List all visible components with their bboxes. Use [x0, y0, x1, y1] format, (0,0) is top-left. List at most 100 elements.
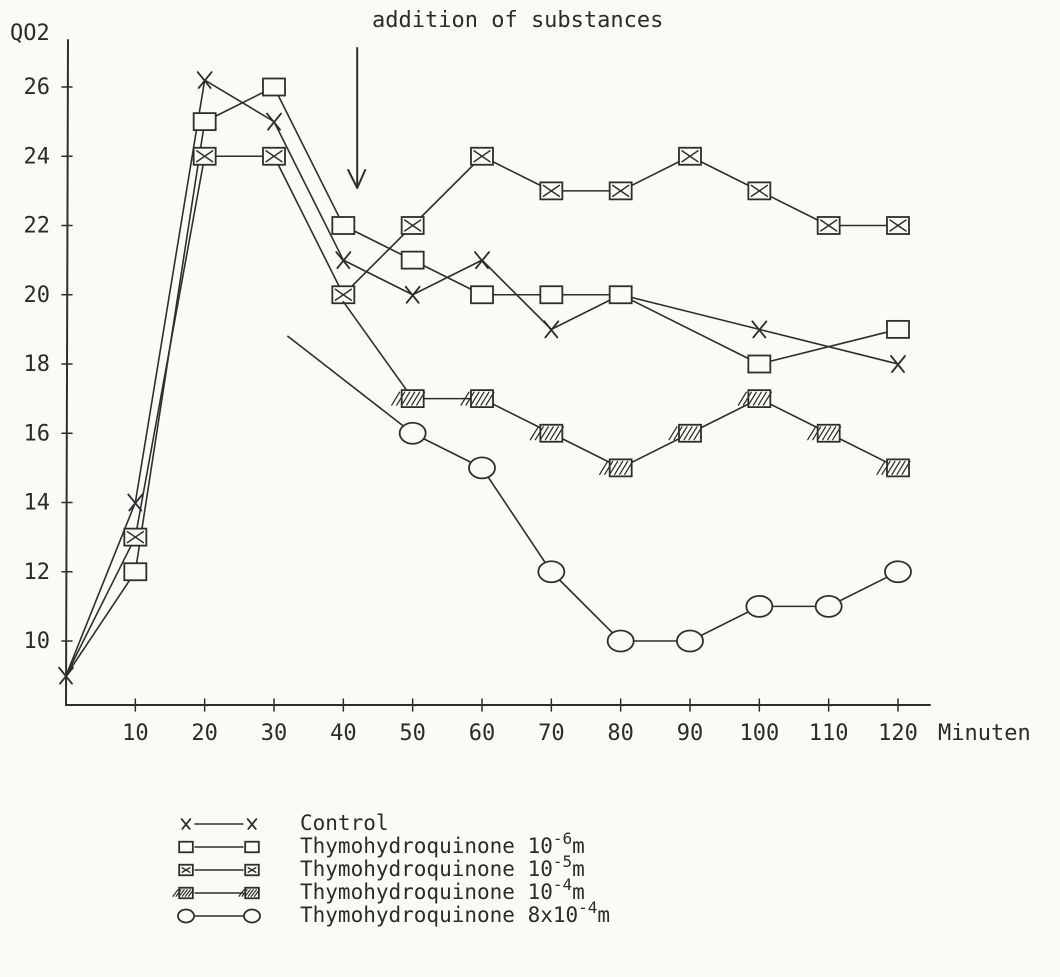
y-tick-label: 18 — [24, 352, 51, 377]
series-line — [65, 155, 899, 677]
series-line — [287, 335, 899, 642]
x-tick-label: 20 — [191, 721, 218, 746]
marker-square-hatch — [238, 889, 261, 897]
series-5 — [287, 335, 912, 653]
x-tick-label: 110 — [809, 721, 849, 746]
legend-label: Thymohydroquinone 10-6m — [300, 829, 585, 858]
y-tick-label: 24 — [24, 144, 51, 169]
y-tick-label: 12 — [24, 560, 51, 585]
legend-label-unit: m — [597, 903, 610, 927]
series-line — [65, 79, 899, 677]
marker-square-hatch — [737, 391, 772, 406]
marker-circle — [468, 456, 496, 480]
series-2 — [65, 77, 910, 677]
marker-square — [192, 112, 217, 132]
series-1 — [58, 71, 906, 685]
y-tick-label: 20 — [24, 283, 51, 308]
legend-label-text: Control — [300, 811, 389, 835]
x-tick-label: 40 — [330, 721, 357, 746]
legend-item: Thymohydroquinone 10-4m — [172, 875, 585, 904]
marker-square-cross — [542, 184, 561, 198]
series-line — [65, 86, 899, 677]
marker-square-hatch — [807, 426, 842, 441]
marker-square — [262, 77, 286, 97]
marker-square — [244, 840, 260, 854]
x-tick-label: 120 — [878, 721, 918, 746]
legend-label-text: Thymohydroquinone 10 — [300, 880, 553, 904]
marker-square — [539, 285, 564, 305]
legend-label-unit: m — [572, 880, 585, 904]
marker-square-cross — [819, 219, 838, 232]
marker-square-cross — [195, 150, 214, 163]
marker-cross — [404, 285, 421, 304]
marker-square-cross — [403, 219, 422, 232]
legend-label-text: Thymohydroquinone 10 — [300, 834, 553, 858]
chart-annotation: addition of substances — [372, 8, 663, 33]
y-tick-label: 14 — [24, 491, 51, 516]
marker-circle — [884, 560, 912, 584]
y-tick-label: 22 — [24, 214, 51, 239]
y-axis-line — [65, 39, 69, 706]
legend-label: Control — [300, 811, 389, 835]
x-tick-label: 70 — [538, 721, 565, 746]
marker-square — [470, 285, 494, 305]
legend-label-exponent: -6 — [553, 829, 572, 848]
marker-cross — [335, 251, 352, 270]
axes — [65, 39, 931, 706]
marker-circle — [537, 560, 566, 584]
legend-label: Thymohydroquinone 10-5m — [300, 852, 585, 881]
x-tick-label: 90 — [677, 721, 704, 746]
marker-square — [331, 216, 356, 235]
legend-item: Control — [180, 811, 389, 835]
x-axis-label: Minuten — [938, 721, 1031, 746]
x-tick-label: 100 — [739, 721, 779, 746]
marker-square-cross — [126, 530, 145, 544]
legend-item: Thymohydroquinone 8x10-4m — [177, 898, 610, 927]
marker-circle — [398, 421, 427, 445]
marker-square-hatch — [172, 889, 195, 897]
legend-item: Thymohydroquinone 10-6m — [178, 829, 585, 858]
arrow-head — [347, 169, 367, 189]
marker-square-cross — [750, 184, 769, 198]
marker-square-cross — [181, 867, 191, 873]
marker-square — [747, 354, 772, 374]
marker-circle — [676, 629, 704, 653]
marker-square-hatch — [391, 391, 426, 406]
legend-label: Thymohydroquinone 8x10-4m — [300, 898, 610, 927]
legend-item: Thymohydroquinone 10-5m — [178, 852, 585, 881]
marker-square-hatch — [876, 460, 911, 475]
series-4 — [342, 300, 911, 478]
marker-circle — [177, 908, 195, 924]
marker-square — [123, 562, 148, 582]
x-tick-label: 60 — [469, 721, 496, 746]
x-tick-label: 30 — [261, 721, 288, 746]
marker-circle — [745, 594, 774, 618]
series-group — [58, 71, 912, 685]
marker-cross — [246, 818, 258, 830]
marker-square-cross — [247, 867, 257, 873]
legend-label-exponent: -5 — [553, 852, 572, 871]
y-tick-label: 10 — [24, 629, 51, 654]
legend-label-text: Thymohydroquinone 8x10 — [300, 903, 578, 927]
marker-cross — [127, 493, 144, 512]
marker-circle — [814, 594, 843, 618]
annotation-arrow — [347, 47, 367, 189]
marker-cross — [196, 71, 213, 89]
x-tick-label: 80 — [607, 721, 634, 746]
series-3 — [65, 146, 910, 677]
y-axis-label: QO2 — [10, 21, 50, 46]
marker-cross — [266, 112, 282, 131]
legend-label: Thymohydroquinone 10-4m — [300, 875, 585, 904]
marker-square-hatch — [529, 426, 564, 441]
marker-square-hatch — [668, 426, 703, 441]
marker-square-cross — [473, 150, 491, 163]
marker-square-cross — [611, 184, 630, 198]
marker-cross — [751, 320, 768, 339]
marker-square-hatch — [599, 460, 634, 475]
marker-square-cross — [265, 150, 283, 163]
legend-label-unit: m — [572, 834, 585, 858]
